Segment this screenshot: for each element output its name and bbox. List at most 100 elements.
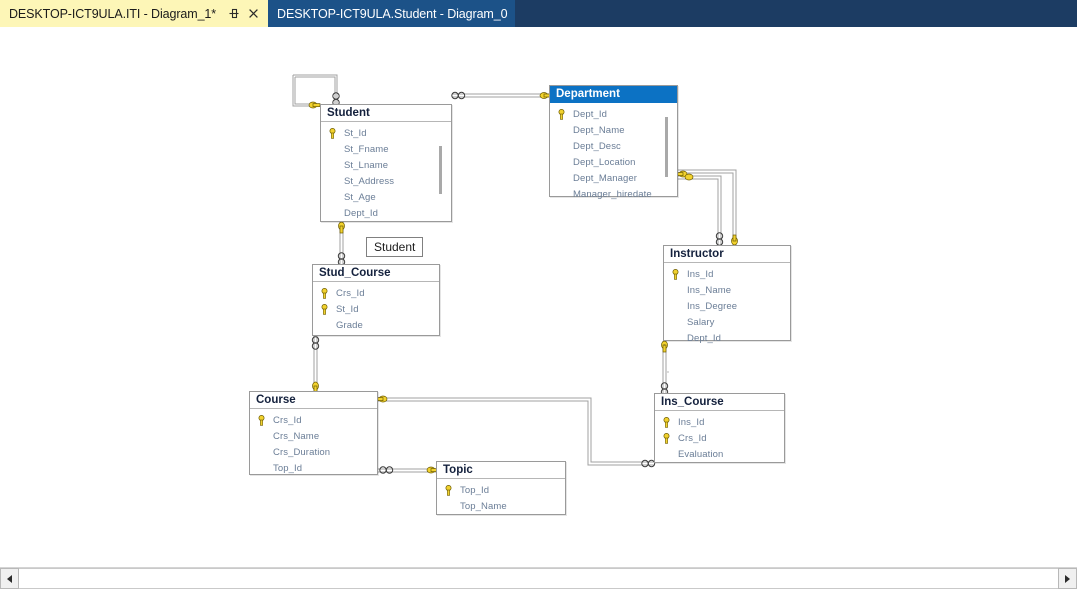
table-course[interactable]: Course Crs_Id Crs_Name Crs_Duration	[249, 391, 378, 475]
column-row[interactable]: Dept_Desc	[550, 138, 677, 154]
scroll-track[interactable]	[19, 568, 1058, 589]
column-name: Dept_Name	[573, 124, 625, 136]
column-row[interactable]: Crs_Id	[655, 430, 784, 446]
column-name: Dept_Desc	[573, 140, 621, 152]
column-row[interactable]: St_Lname	[321, 157, 451, 173]
primary-key-icon	[321, 127, 343, 139]
column-row[interactable]: Evaluation	[655, 446, 784, 462]
column-name: Dept_Id	[573, 108, 607, 120]
table-stud-course[interactable]: Stud_Course Crs_Id St_Id Grade	[312, 264, 440, 336]
column-row[interactable]: Top_Id	[250, 460, 377, 476]
column-row[interactable]: Top_Name	[437, 498, 565, 514]
scroll-right-button[interactable]	[1058, 568, 1077, 589]
primary-key-icon	[664, 268, 686, 280]
primary-key-icon	[655, 416, 677, 428]
column-name: Dept_Location	[573, 156, 636, 168]
column-name: Top_Name	[460, 500, 507, 512]
tab-strip-filler	[515, 0, 1077, 27]
table-student-columns: St_Id St_Fname St_Lname St_Address St_Ag…	[321, 122, 451, 224]
primary-key-icon	[250, 414, 272, 426]
tab-diagram-1-icons	[227, 7, 260, 20]
relationship-course-topic	[378, 468, 436, 473]
tab-diagram-1[interactable]: DESKTOP-ICT9ULA.ITI - Diagram_1*	[0, 0, 269, 27]
pin-icon[interactable]	[227, 7, 240, 20]
column-row[interactable]: Top_Id	[437, 482, 565, 498]
horizontal-scrollbar[interactable]	[0, 567, 1077, 589]
column-row[interactable]: Dept_Location	[550, 154, 677, 170]
table-student-scroll-indicator[interactable]	[439, 146, 442, 194]
column-row[interactable]: Dept_Id	[664, 330, 790, 346]
column-row[interactable]: St_Fname	[321, 141, 451, 157]
diagram-canvas[interactable]: Student Student St_Id St_Fname St_L	[0, 27, 1077, 567]
relationship-student-studcourse	[339, 222, 344, 264]
column-name: St_Id	[344, 127, 367, 139]
close-icon[interactable]	[247, 7, 260, 20]
column-row[interactable]: St_Id	[321, 125, 451, 141]
table-course-header[interactable]: Course	[250, 392, 377, 409]
column-row[interactable]: Crs_Id	[250, 412, 377, 428]
tab-diagram-0[interactable]: DESKTOP-ICT9ULA.Student - Diagram_0	[268, 0, 516, 27]
column-name: Evaluation	[678, 448, 724, 460]
column-row[interactable]: Salary	[664, 314, 790, 330]
table-student[interactable]: Student St_Id St_Fname St_Lname	[320, 104, 452, 222]
table-department[interactable]: Department Dept_Id Dept_Name Dept_Desc	[549, 85, 678, 200]
column-row[interactable]: Dept_Id	[321, 205, 451, 221]
relationship-course-inscourse	[378, 397, 654, 466]
primary-key-icon	[313, 303, 335, 315]
column-name: Crs_Id	[336, 287, 365, 299]
endpoint-many-instructor-department	[715, 232, 724, 246]
column-name: Dept_Id	[687, 332, 721, 344]
column-row[interactable]: St_Id	[313, 301, 439, 317]
column-row[interactable]: Dept_Manager	[550, 170, 677, 186]
table-ins-course[interactable]: Ins_Course Ins_Id Crs_Id Evaluation	[654, 393, 785, 463]
column-name: St_Age	[344, 191, 376, 203]
column-name: Ins_Degree	[687, 300, 738, 312]
arrow-left-icon	[7, 574, 12, 583]
endpoint-many-student-department	[451, 91, 466, 100]
column-row[interactable]: Dept_Id	[550, 106, 677, 122]
table-instructor-columns: Ins_Id Ins_Name Ins_Degree Salary Dept_I…	[664, 263, 790, 349]
table-department-scroll-indicator[interactable]	[665, 117, 668, 177]
column-row[interactable]: Crs_Id	[313, 285, 439, 301]
column-name: Grade	[336, 319, 363, 331]
annotation-label-student[interactable]: Student	[366, 237, 424, 257]
table-instructor-header[interactable]: Instructor	[664, 246, 790, 263]
column-name: Manager_hiredate	[573, 188, 652, 200]
column-row[interactable]: Grade	[313, 317, 439, 333]
relationship-student-self	[292, 74, 338, 107]
tab-diagram-1-label: DESKTOP-ICT9ULA.ITI - Diagram_1*	[9, 6, 217, 21]
column-row[interactable]: Crs_Duration	[250, 444, 377, 460]
endpoint-many-studcourse-course	[311, 336, 320, 350]
table-stud-course-columns: Crs_Id St_Id Grade	[313, 282, 439, 336]
column-name: St_Id	[336, 303, 359, 315]
column-row[interactable]: Ins_Id	[655, 414, 784, 430]
table-instructor[interactable]: Instructor Ins_Id Ins_Name Ins_Degree	[663, 245, 791, 344]
column-row[interactable]: Manager_hiredate	[550, 186, 677, 202]
column-row[interactable]: Ins_Name	[664, 282, 790, 298]
column-row[interactable]: Crs_Name	[250, 428, 377, 444]
column-name: Crs_Duration	[273, 446, 331, 458]
endpoint-many-inscourse-course	[641, 459, 656, 468]
primary-key-icon	[437, 484, 459, 496]
endpoint-key-student-self	[308, 101, 321, 109]
table-student-header[interactable]: Student	[321, 105, 451, 122]
scroll-left-button[interactable]	[0, 568, 19, 589]
column-name: Top_Id	[273, 462, 303, 474]
column-row[interactable]: Ins_Degree	[664, 298, 790, 314]
column-row[interactable]: St_Address	[321, 173, 451, 189]
column-name: Crs_Id	[678, 432, 707, 444]
column-row[interactable]: Ins_Id	[664, 266, 790, 282]
table-department-columns: Dept_Id Dept_Name Dept_Desc Dept_Locatio…	[550, 103, 677, 205]
column-name: Dept_Id	[344, 207, 378, 219]
column-name: Dept_Manager	[573, 172, 638, 184]
tab-diagram-0-label: DESKTOP-ICT9ULA.Student - Diagram_0	[277, 6, 508, 21]
column-name: Ins_Name	[687, 284, 732, 296]
table-topic-header[interactable]: Topic	[437, 462, 565, 479]
table-topic[interactable]: Topic Top_Id Top_Name	[436, 461, 566, 515]
column-row[interactable]: Dept_Name	[550, 122, 677, 138]
table-stud-course-header[interactable]: Stud_Course	[313, 265, 439, 282]
column-row[interactable]: St_Age	[321, 189, 451, 205]
table-department-header[interactable]: Department	[550, 86, 677, 103]
table-ins-course-header[interactable]: Ins_Course	[655, 394, 784, 411]
